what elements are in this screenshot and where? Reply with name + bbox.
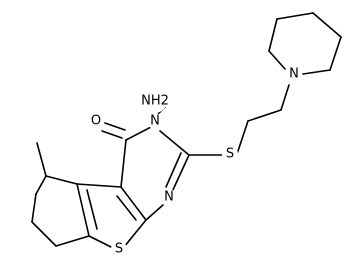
bond-c7-c8 [31,221,57,247]
bond-pip-c5-n [302,69,331,75]
bond-pip-c1-c2 [268,18,278,52]
bond-c5-methyl [36,142,47,177]
bond-pip-c4-c5 [329,36,342,71]
bond-c9a-c4b-double [116,195,137,221]
bond-s-ch2a [236,120,249,155]
bond-s-c9a [123,219,147,248]
bond-c4-o-1 [101,130,123,139]
bond-c5-c6 [35,175,47,195]
amino-group-label: NH2 [141,94,169,109]
bond-c4b-c4 [120,139,127,188]
ketone-oxygen-label: O [91,114,101,129]
bond-c9a-c4b [120,186,147,221]
bond-n-pip-c1 [268,50,286,70]
bond-c8a-c5a-double [86,189,98,230]
bond-c6-c7 [31,193,37,223]
bond-pip-c2-c3 [276,12,314,20]
bond-c4-o-2 [104,122,126,131]
bond-n1-c9a [145,204,164,221]
pyrimidine-n3-label: N [150,114,160,129]
bond-c4-n3 [125,125,154,141]
bond-ch2a-ch2b [247,109,282,122]
bond-layer [31,12,342,249]
bond-c8a-s [88,235,114,249]
bond-c2-n1 [171,154,190,193]
bond-c8-c8a [55,235,90,247]
bond-c8a-c5a [76,183,90,237]
bond-n3-c2 [159,130,190,156]
atom-layer: NH2 O N N S S N [88,66,302,257]
bond-c5-c5a [45,175,78,185]
bond-ch2b-n [280,84,290,111]
bond-c2-n1-double [165,152,182,188]
bond-c5a-c4b [76,183,122,188]
thiophene-sulfur-label: S [115,242,123,257]
bond-pip-c3-c4 [312,12,342,38]
piperidine-nitrogen-label: N [289,67,299,82]
pyrimidine-n1-label: N [164,190,174,205]
thioether-sulfur-label: S [226,147,234,162]
